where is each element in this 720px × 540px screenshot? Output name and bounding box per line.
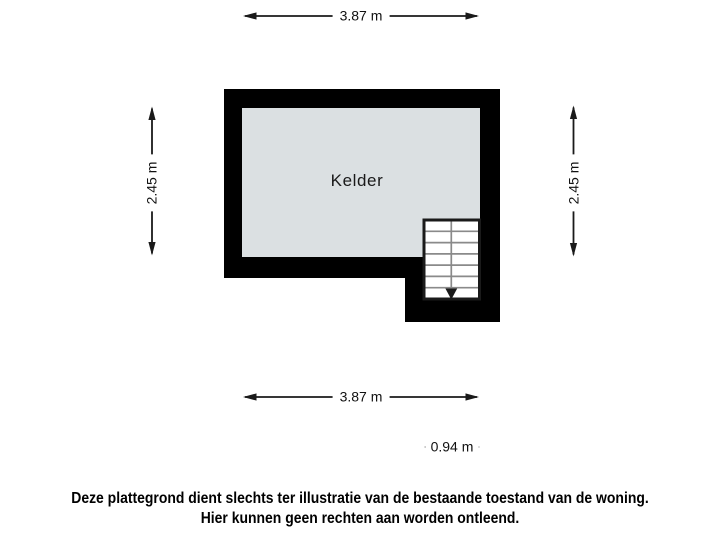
room-label: Kelder <box>330 171 384 190</box>
dimension-label-left: 2.45 m <box>142 154 162 211</box>
dimension-label-bottom: 3.87 m <box>332 387 390 407</box>
staircase-treads <box>425 221 478 289</box>
stairs-direction-down-arrow-icon <box>445 288 458 300</box>
disclaimer-line-2: Hier kunnen geen rechten aan worden ontl… <box>200 510 520 527</box>
dimension-label-stairs-width: 0.94 m <box>425 437 479 457</box>
disclaimer-line-1: Deze plattegrond dient slechts ter illus… <box>71 490 649 507</box>
dimension-label-right: 2.45 m <box>564 154 583 212</box>
dimension-label-top: 3.87 m <box>332 6 390 26</box>
staircase <box>422 218 481 301</box>
disclaimer-text: Deze plattegrond dient slechts ter illus… <box>0 489 720 529</box>
